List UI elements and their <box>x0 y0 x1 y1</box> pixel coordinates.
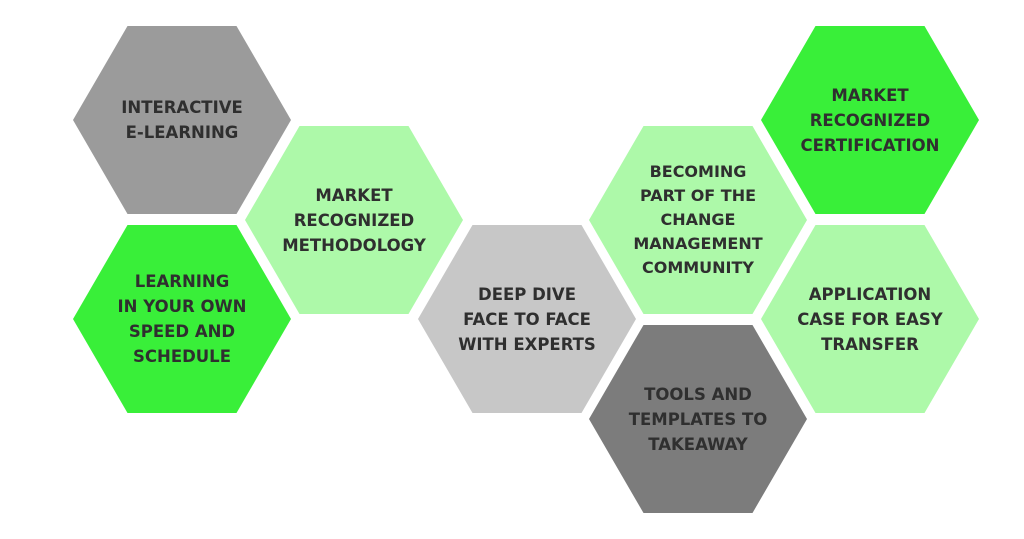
hex-label: APPLICATION CASE FOR EASY TRANSFER <box>797 284 943 354</box>
hex-deep-dive: DEEP DIVE FACE TO FACE WITH EXPERTS <box>418 225 636 413</box>
hex-market-methodology: MARKET RECOGNIZED METHODOLOGY <box>245 126 463 314</box>
hex-interactive-elearning: INTERACTIVE E-LEARNING <box>73 26 291 214</box>
hex-tools-templates: TOOLS AND TEMPLATES TO TAKEAWAY <box>589 325 807 513</box>
hex-learning-own-speed: LEARNING IN YOUR OWN SPEED AND SCHEDULE <box>73 225 291 413</box>
hex-market-certification: MARKET RECOGNIZED CERTIFICATION <box>761 26 979 214</box>
hex-label: MARKET RECOGNIZED CERTIFICATION <box>800 85 940 155</box>
hex-label: LEARNING IN YOUR OWN SPEED AND SCHEDULE <box>117 272 247 366</box>
hex-label: TOOLS AND TEMPLATES TO TAKEAWAY <box>628 384 768 454</box>
hex-label: BECOMING PART OF THE CHANGE MANAGEMENT C… <box>633 162 763 277</box>
hex-label: MARKET RECOGNIZED METHODOLOGY <box>282 185 426 255</box>
hex-community: BECOMING PART OF THE CHANGE MANAGEMENT C… <box>589 126 807 314</box>
hex-label: DEEP DIVE FACE TO FACE WITH EXPERTS <box>458 284 596 354</box>
hex-label: INTERACTIVE E-LEARNING <box>121 98 243 142</box>
hex-application-case: APPLICATION CASE FOR EASY TRANSFER <box>761 225 979 413</box>
